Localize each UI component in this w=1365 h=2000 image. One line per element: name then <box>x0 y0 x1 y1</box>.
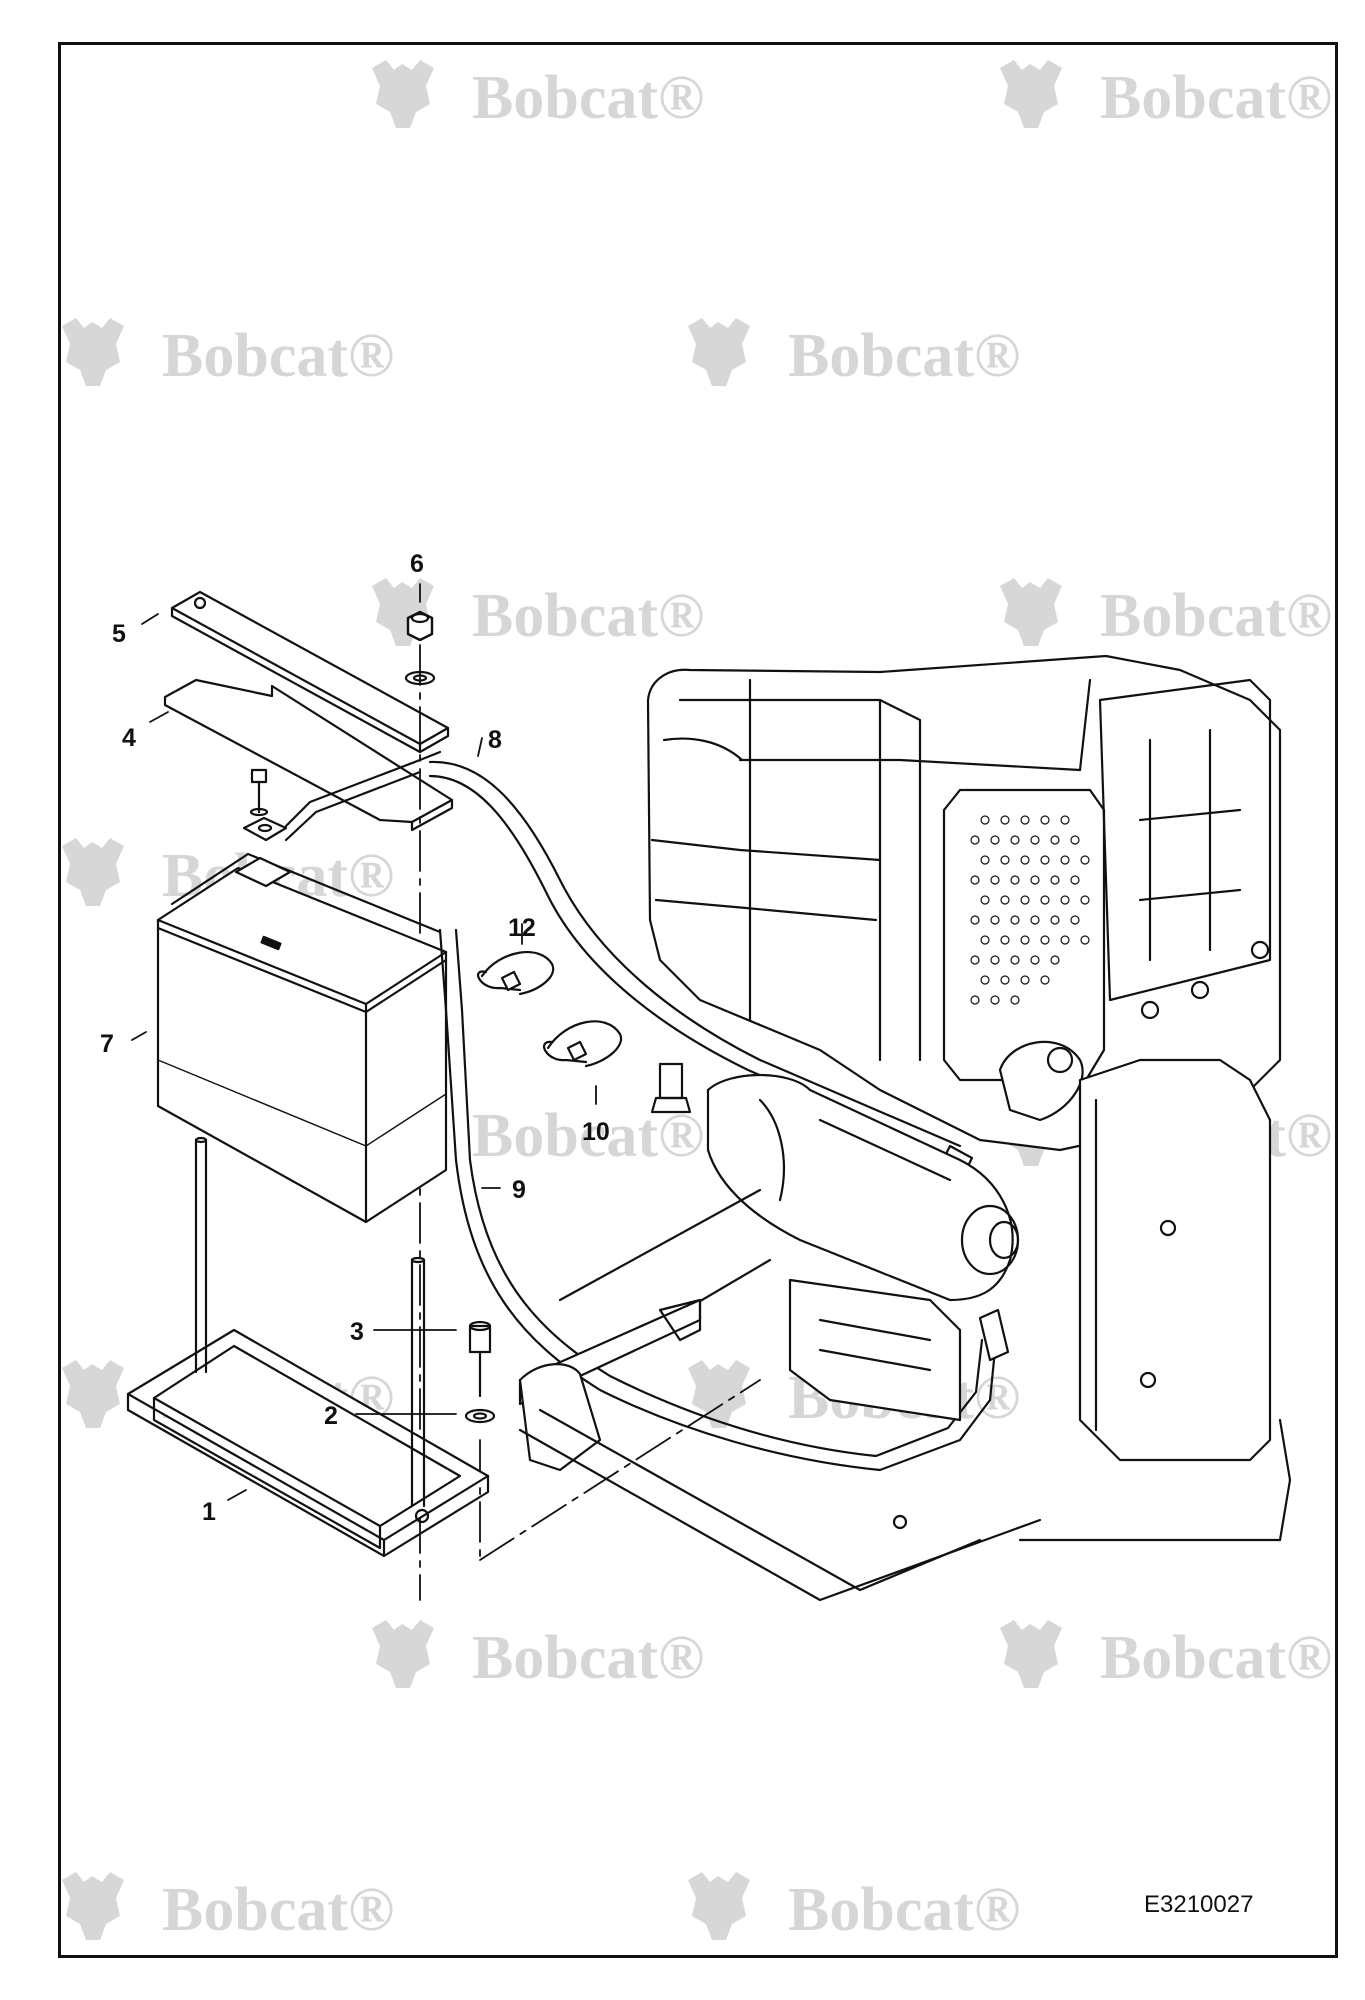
watermark-logo <box>688 1872 1021 1944</box>
hold-down-bar-top <box>170 590 450 754</box>
cable-tie-10 <box>543 1020 623 1068</box>
watermark-logo <box>1000 578 1333 650</box>
callout-12: 12 <box>508 914 536 942</box>
drawing-frame <box>58 42 1338 1958</box>
callout-3: 3 <box>350 1318 364 1346</box>
terminal-bolt <box>242 768 288 842</box>
figure-id: E3210027 <box>1144 1891 1253 1918</box>
callout-1: 1 <box>202 1498 216 1526</box>
negative-cable <box>438 928 1010 1472</box>
fan-cover-vents <box>970 815 1090 1005</box>
tray-washer <box>464 1408 496 1424</box>
assembly-centerline-lower <box>479 1379 761 1561</box>
callout-9: 9 <box>512 1176 526 1204</box>
watermark-logo <box>372 1620 705 1692</box>
watermark-logo <box>688 318 1021 390</box>
callout-6: 6 <box>410 550 424 578</box>
engine-assembly <box>518 654 1292 1602</box>
callout-5: 5 <box>112 620 126 648</box>
callout-labels: 5 4 6 8 7 12 10 9 3 2 1 <box>100 550 610 1526</box>
callout-7: 7 <box>100 1030 114 1058</box>
battery-tray <box>126 1328 490 1558</box>
watermark-logo <box>372 60 705 132</box>
watermark-logo <box>1000 1620 1333 1692</box>
clamp-plate <box>163 678 454 832</box>
watermark-logo <box>62 1872 395 1944</box>
callout-10: 10 <box>582 1118 610 1146</box>
hold-down-rods <box>194 1136 426 1508</box>
watermark-logo <box>1000 60 1333 132</box>
callout-4: 4 <box>122 724 136 752</box>
leader-lines <box>131 583 597 1501</box>
cable-tie-12 <box>477 950 555 996</box>
callout-2: 2 <box>324 1402 338 1430</box>
callout-8: 8 <box>488 726 502 754</box>
watermark-logo <box>62 318 395 390</box>
tray-bolt <box>468 1320 492 1398</box>
battery <box>156 852 448 1224</box>
